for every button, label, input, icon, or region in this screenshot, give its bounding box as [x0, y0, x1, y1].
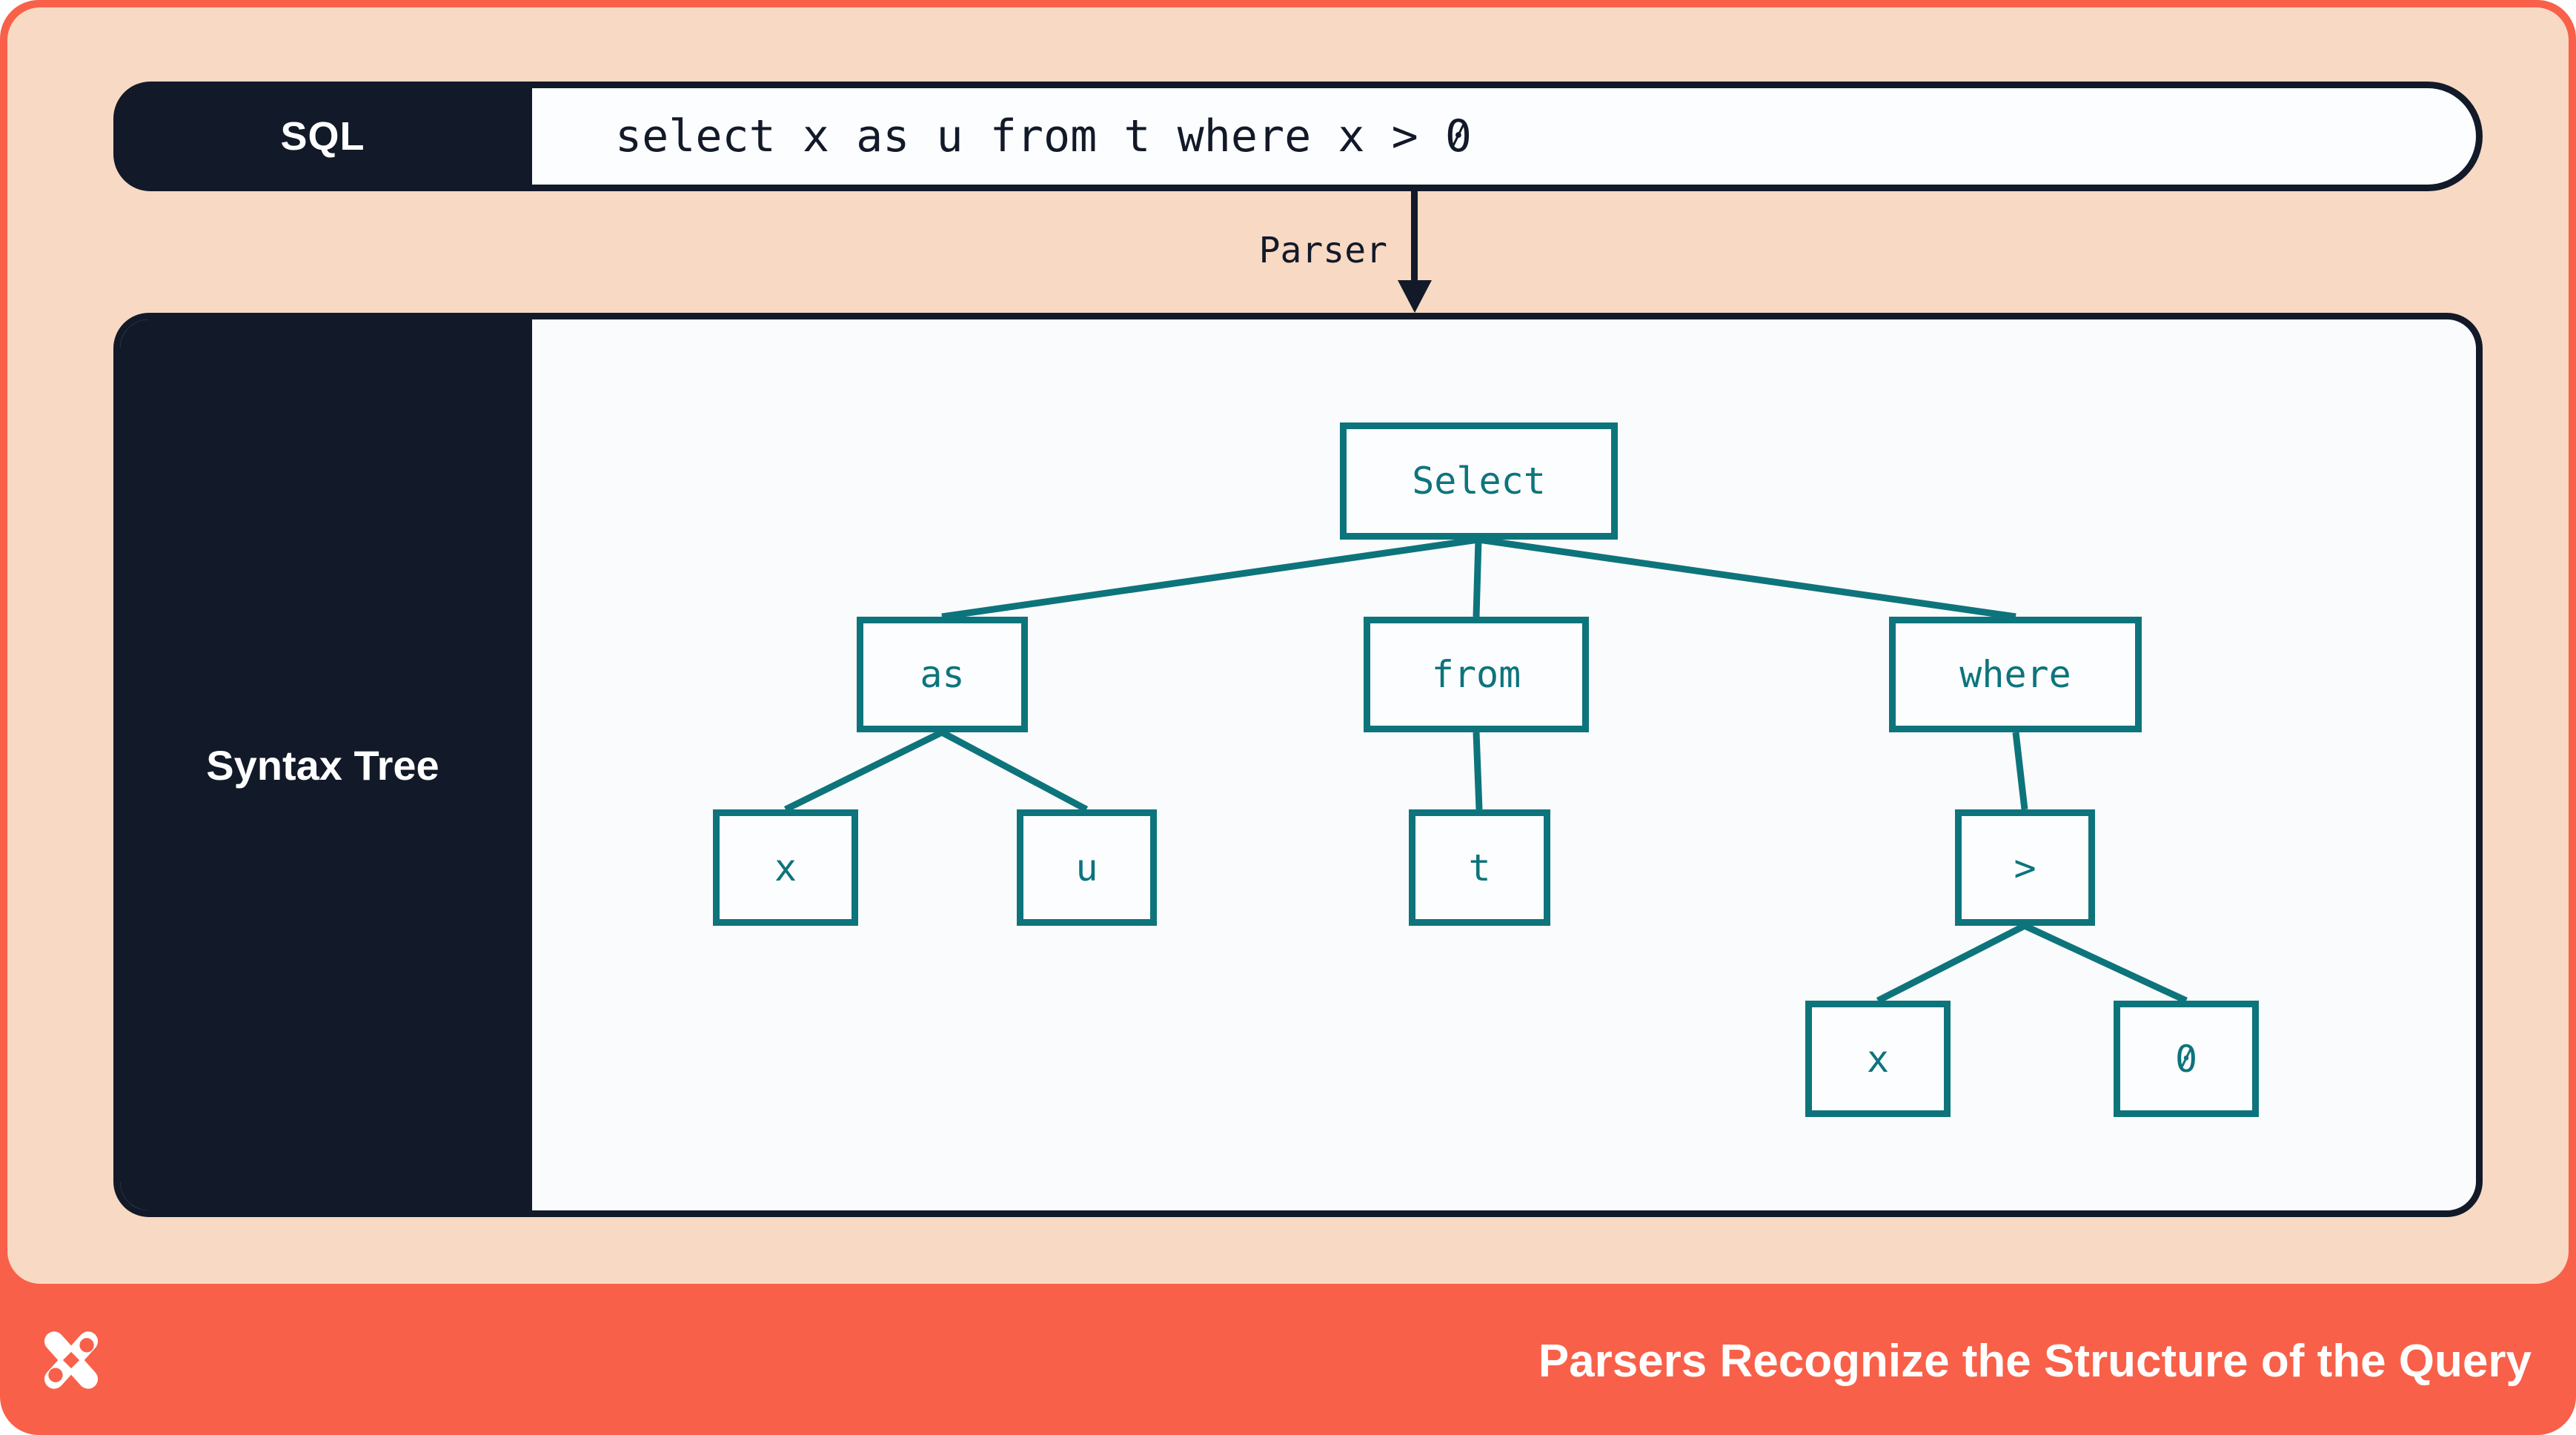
tree-edge — [2023, 922, 2188, 1004]
sql-query: select x as u from t where x > 0 — [532, 88, 2476, 185]
tree-edge — [1876, 922, 2027, 1004]
parser-arrow-line — [1411, 190, 1418, 285]
syntax-tree-box: Syntax Tree Select as from where x u t > x 0 — [113, 313, 2483, 1217]
tree-node-label: u — [1075, 846, 1098, 889]
tree-edges — [784, 536, 2188, 1004]
tree-node-from: from — [1364, 617, 1589, 732]
sql-bar-label: SQL — [280, 114, 365, 159]
tree-node-label: x — [1866, 1037, 1890, 1081]
tree-node-u: u — [1017, 809, 1157, 926]
parser-label: Parser — [1258, 230, 1387, 271]
tree-node-label: t — [1468, 846, 1491, 889]
tree-node-x1: x — [713, 809, 858, 926]
slashed-zero: 0 — [1444, 110, 1472, 162]
tree-node-label: from — [1431, 653, 1521, 696]
tree-node-t: t — [1409, 809, 1550, 926]
tree-node-label: as — [920, 653, 965, 696]
tree-node-label: 0 — [2174, 1037, 2198, 1081]
tree-node-zero: 0 — [2114, 1001, 2259, 1117]
tree-edge — [784, 729, 943, 813]
syntax-tree-label: Syntax Tree — [206, 741, 439, 789]
tree-node-label: where — [1959, 653, 2071, 696]
sql-bar: SQL select x as u from t where x > 0 — [113, 82, 2483, 191]
tree-edge — [940, 729, 1089, 812]
tree-node-as: as — [857, 617, 1028, 732]
tree-node-x2: x — [1805, 1001, 1951, 1117]
tree-edge — [2012, 732, 2028, 810]
tree-canvas: Select as from where x u t > x 0 — [120, 319, 2476, 1210]
tree-edge — [1478, 536, 2016, 620]
tree-node-where: where — [1889, 617, 2142, 732]
tree-node-gt: > — [1955, 809, 2095, 926]
tree-edge — [941, 536, 1479, 620]
tree-node-select: Select — [1340, 422, 1618, 540]
tree-node-label: x — [774, 846, 797, 889]
syntax-tree-sidebar: Syntax Tree — [120, 319, 532, 1210]
parser-arrow-head-icon — [1398, 280, 1432, 313]
footer-title: Parsers Recognize the Structure of the Q… — [1538, 1336, 2532, 1387]
tree-edge — [1473, 732, 1483, 810]
tree-node-label: Select — [1412, 460, 1546, 503]
tree-node-label: > — [2014, 846, 2036, 889]
tree-edge — [1473, 539, 1482, 617]
content-panel: SQL select x as u from t where x > 0 Par… — [7, 7, 2569, 1284]
dolt-pinwheel-logo-icon — [44, 1331, 99, 1389]
